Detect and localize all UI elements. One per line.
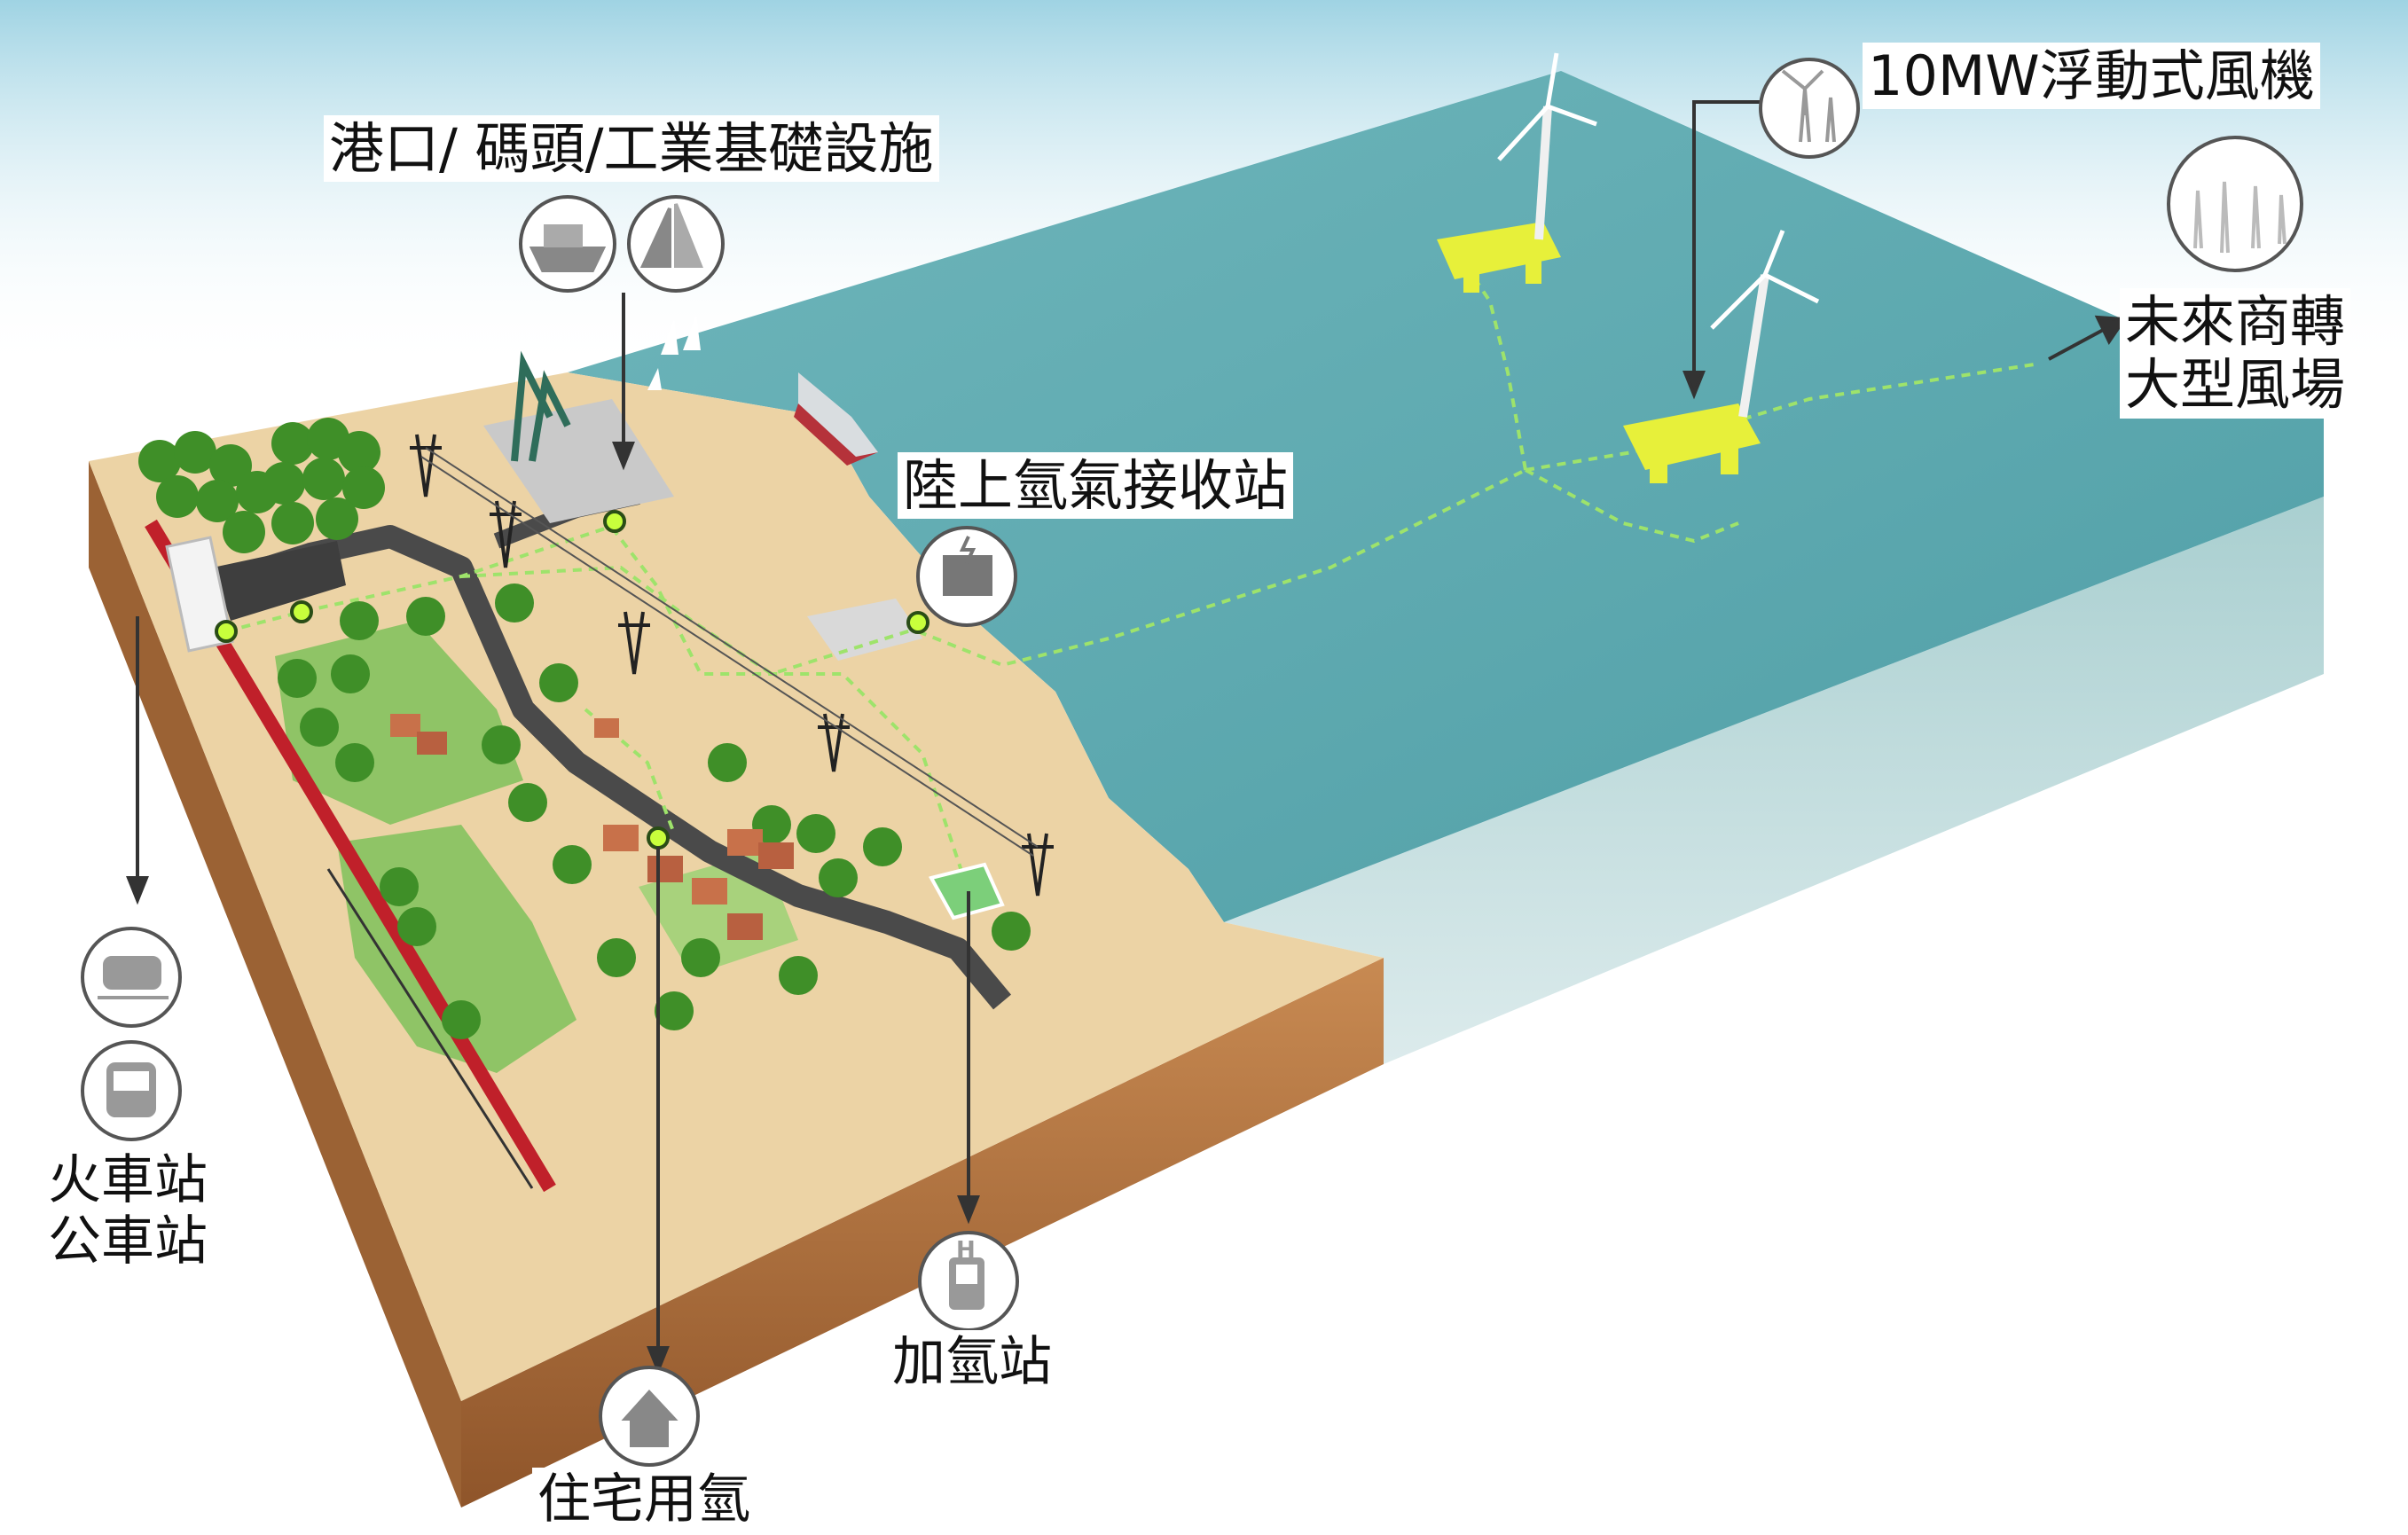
label-future-line2: 大型風場 (2125, 352, 2346, 418)
house-icon (599, 1366, 700, 1467)
port-cranes (511, 350, 571, 462)
label-turbine: 10MW浮動式風機 (1863, 43, 2320, 110)
receiving-yard (807, 599, 922, 661)
station-parking (213, 541, 346, 621)
cargo-ship-icon (519, 195, 616, 293)
port-yard (483, 399, 674, 523)
wind-farm-icon (2167, 136, 2303, 272)
floating-turbine-1 (1437, 52, 1597, 293)
label-bus-station: 公車站 (48, 1210, 208, 1273)
train-icon (81, 927, 182, 1028)
node-port (603, 510, 626, 533)
label-train-station: 火車站 (48, 1149, 208, 1211)
node-station-parking (290, 600, 313, 623)
floating-turbine-2 (1623, 230, 1820, 483)
main-road (209, 525, 1011, 1010)
icons (81, 58, 2303, 1467)
sea-surface (568, 71, 2324, 922)
hydrogen-station-icon (916, 526, 1017, 627)
label-refueling: 加氫站 (887, 1330, 1057, 1395)
sailboat-icon (627, 195, 725, 293)
station-building (165, 536, 234, 653)
label-future-line1: 未來商轉 (2125, 289, 2346, 354)
node-receiving-station (906, 611, 929, 634)
node-train-station (215, 620, 238, 643)
cargo-ship (794, 372, 878, 466)
label-receiving-station: 陸上氫氣接收站 (898, 452, 1294, 520)
hydrogen-letter: H (956, 1237, 976, 1264)
sea-side-front (1224, 497, 2324, 1064)
node-residential (647, 826, 670, 850)
soil-side-front (461, 958, 1384, 1508)
label-stations: 火車站 公車站 (43, 1148, 213, 1274)
rail-track-line (326, 868, 534, 1189)
trees (138, 418, 1031, 1039)
houses (390, 714, 794, 940)
bus-icon (81, 1040, 182, 1141)
wind-turbine-icon (1759, 58, 1860, 159)
label-port: 港口/ 碼頭/工業基礎設施 (324, 115, 939, 183)
power-lines (420, 447, 1039, 857)
label-residential: 住宅用氫 (532, 1468, 756, 1532)
soil-side-left (89, 461, 461, 1508)
leader-lines (126, 100, 2128, 1375)
label-future-farm: 未來商轉 大型風場 (2120, 288, 2351, 419)
sailboats (647, 315, 701, 390)
hydrogen-pump-icon (918, 1231, 1019, 1332)
